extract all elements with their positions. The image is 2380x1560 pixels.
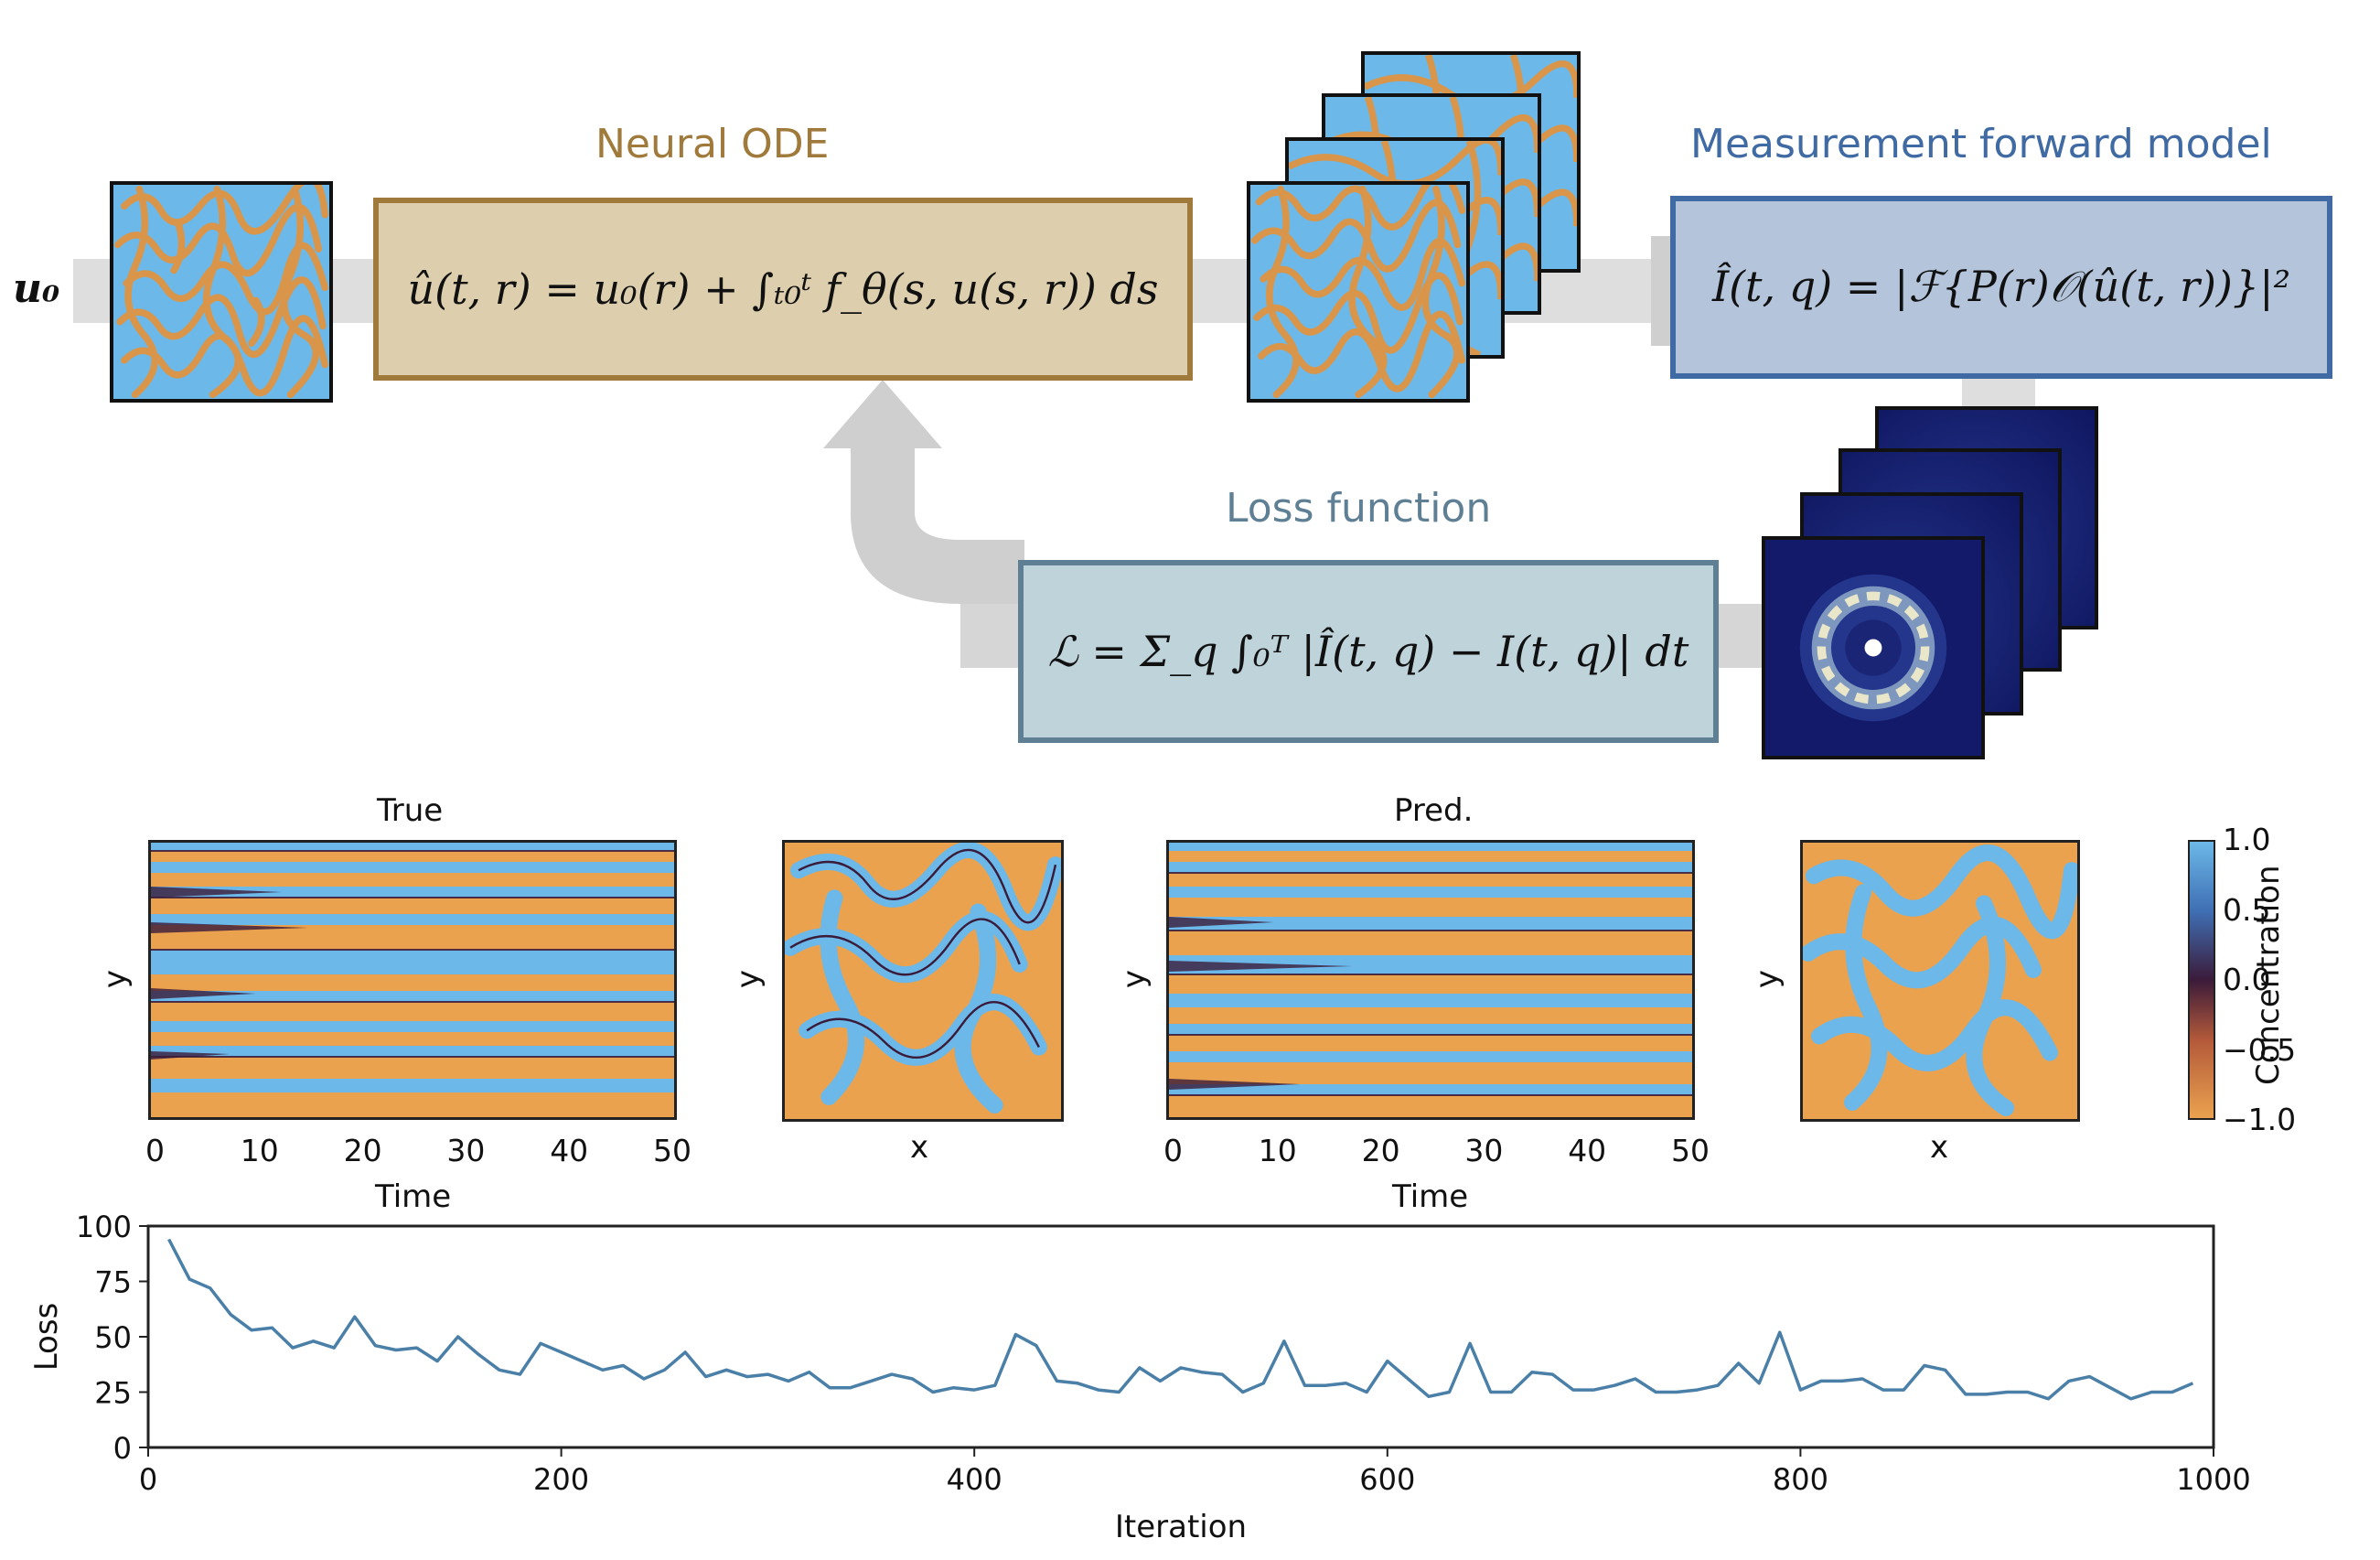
loss-ytick-label-3: 75 xyxy=(94,1265,132,1300)
pred-time-tick-0: 0 xyxy=(1163,1133,1183,1168)
feedback-arrow xyxy=(823,380,1024,604)
pred-kymo-ylabel: y xyxy=(1116,969,1153,989)
pred-kymograph xyxy=(1166,840,1695,1120)
pred-snapshot xyxy=(1800,840,2080,1122)
pred-time-tick-4: 40 xyxy=(1568,1133,1607,1168)
pred-time-tick-1: 10 xyxy=(1258,1133,1297,1168)
true-kymo-ylabel: y xyxy=(97,969,134,989)
loss-ylabel: Loss xyxy=(28,1303,65,1372)
initial-pattern xyxy=(110,181,333,403)
loss-equation: ℒ = Σ_q ∫₀ᵀ |Î(t, q) − I(t, q)| dt xyxy=(1047,627,1689,676)
true-kymograph xyxy=(148,840,677,1120)
loss-function-title: Loss function xyxy=(1226,485,1492,532)
colorbar-label: Concentration xyxy=(2250,865,2287,1085)
pred-title: Pred. xyxy=(1394,792,1474,829)
colorbar-tick-0: 1.0 xyxy=(2223,822,2271,857)
true-snap-ylabel: y xyxy=(730,969,767,989)
colorbar-tick-2: 0.0 xyxy=(2223,962,2271,997)
pred-time-tick-2: 20 xyxy=(1361,1133,1400,1168)
loss-xtick-label-5: 1000 xyxy=(2176,1462,2250,1497)
true-title: True xyxy=(377,792,444,829)
pred-snap-ylabel: y xyxy=(1749,969,1786,989)
u0-label: u₀ xyxy=(13,265,60,312)
loss-xtick-label-4: 800 xyxy=(1773,1462,1828,1497)
loss-xlabel: Iteration xyxy=(1115,1509,1247,1545)
colorbar-tick-3: −0.5 xyxy=(2223,1031,2297,1068)
diffraction-pattern xyxy=(1762,536,1985,759)
loss-ytick-label-0: 0 xyxy=(113,1431,132,1466)
pred-time-tick-3: 30 xyxy=(1464,1133,1504,1168)
pred-time-tick-5: 50 xyxy=(1671,1133,1710,1168)
neural-ode-title: Neural ODE xyxy=(595,121,830,167)
true-time-label: Time xyxy=(375,1178,452,1215)
loss-xtick-label-3: 600 xyxy=(1359,1462,1415,1497)
true-time-tick-4: 40 xyxy=(550,1133,589,1168)
neural-ode-equation-box: û(t, r) = u₀(r) + ∫ₜ₀ᵗ f_θ(s, u(s, r)) d… xyxy=(373,198,1193,381)
colorbar-tick-4: −1.0 xyxy=(2223,1102,2297,1137)
loss-xtick-label-2: 400 xyxy=(947,1462,1002,1497)
neural-ode-equation: û(t, r) = u₀(r) + ∫ₜ₀ᵗ f_θ(s, u(s, r)) d… xyxy=(407,264,1159,314)
pattern-stack-1 xyxy=(1247,181,1470,403)
true-snapshot xyxy=(782,840,1064,1122)
pred-snap-xlabel: x xyxy=(1930,1129,1949,1166)
true-snap-xlabel: x xyxy=(910,1129,929,1166)
loss-equation-box: ℒ = Σ_q ∫₀ᵀ |Î(t, q) − I(t, q)| dt xyxy=(1018,560,1719,743)
measurement-title: Measurement forward model xyxy=(1690,121,2272,167)
colorbar xyxy=(2188,840,2215,1120)
colorbar-tick-1: 0.5 xyxy=(2223,891,2271,928)
loss-ytick-label-4: 100 xyxy=(76,1210,132,1244)
measurement-equation: Î(t, q) = |ℱ{P(r)𝒪(û(t, r))}|² xyxy=(1711,262,2291,311)
measurement-equation-box: Î(t, q) = |ℱ{P(r)𝒪(û(t, r))}|² xyxy=(1670,196,2332,379)
true-time-tick-5: 50 xyxy=(653,1133,691,1168)
loss-xtick-label-1: 200 xyxy=(533,1462,589,1497)
loss-xtick-label-0: 0 xyxy=(139,1462,157,1497)
true-time-tick-0: 0 xyxy=(145,1133,165,1168)
pred-time-label: Time xyxy=(1392,1178,1469,1215)
loss-ytick-label-1: 25 xyxy=(94,1376,132,1411)
true-time-tick-1: 10 xyxy=(240,1133,279,1168)
loss-ytick-label-2: 50 xyxy=(94,1320,132,1355)
loss-series-line-0 xyxy=(167,1238,2194,1401)
true-time-tick-3: 30 xyxy=(446,1133,486,1168)
true-time-tick-2: 20 xyxy=(343,1133,382,1168)
